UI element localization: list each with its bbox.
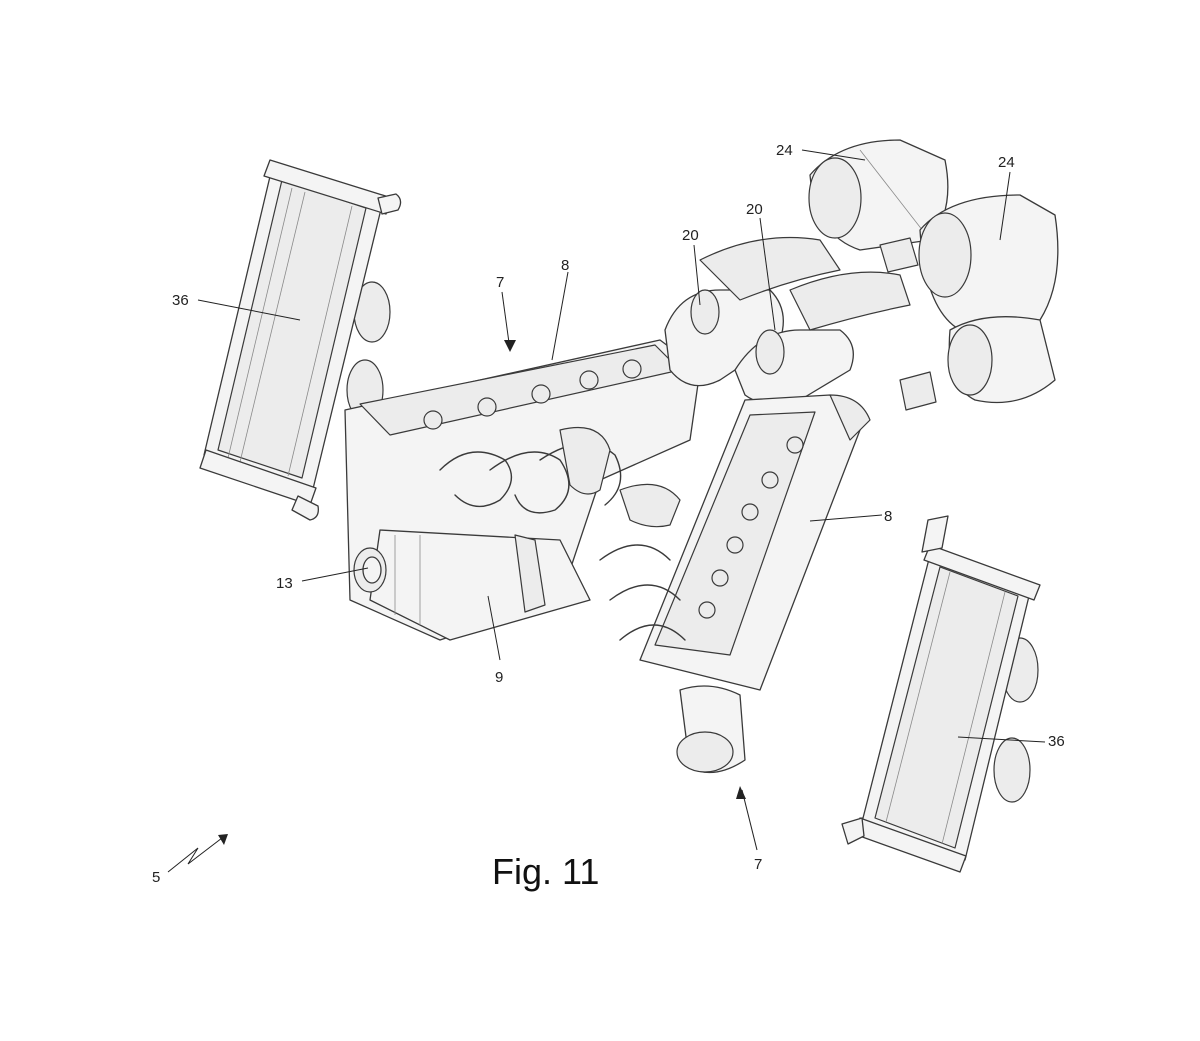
exhaust-ducts bbox=[664, 236, 911, 405]
radiator-right bbox=[841, 515, 1041, 873]
label-8-right: 8 bbox=[884, 508, 892, 525]
label-8-top: 8 bbox=[561, 257, 569, 274]
label-13: 13 bbox=[276, 575, 293, 592]
label-24-left: 24 bbox=[776, 142, 793, 159]
engine-bank-right bbox=[599, 394, 871, 774]
device-9-housing bbox=[353, 529, 591, 641]
figure-caption: Fig. 11 bbox=[492, 851, 599, 892]
label-36-left: 36 bbox=[172, 292, 189, 309]
label-36-right: 36 bbox=[1048, 733, 1065, 750]
label-24-right: 24 bbox=[998, 154, 1015, 171]
arrow-head bbox=[736, 786, 746, 799]
label-9: 9 bbox=[495, 669, 503, 686]
label-20-right: 20 bbox=[746, 201, 763, 218]
label-20-left: 20 bbox=[682, 227, 699, 244]
label-7-bottom: 7 bbox=[754, 856, 762, 873]
label-5: 5 bbox=[152, 869, 160, 886]
radiator-left bbox=[199, 159, 402, 521]
leader-lines bbox=[167, 149, 1046, 873]
label-7-top: 7 bbox=[496, 274, 504, 291]
muffler-left bbox=[808, 139, 949, 251]
arrow-head bbox=[218, 834, 228, 845]
arrow-head bbox=[504, 340, 516, 352]
muffler-right bbox=[879, 194, 1059, 411]
